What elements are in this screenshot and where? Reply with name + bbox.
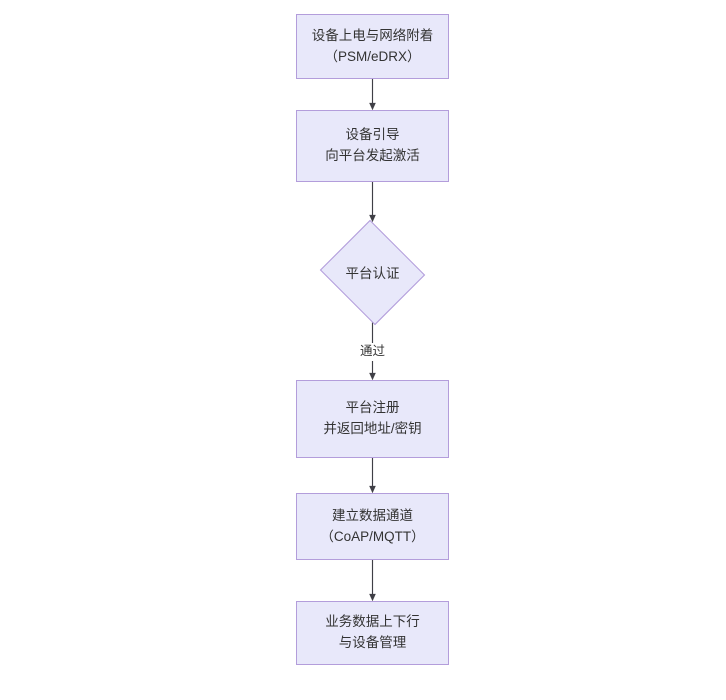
node-label-line2: （CoAP/MQTT） — [320, 528, 425, 544]
node-device-bootstrap[interactable]: 设备引导 向平台发起激活 — [296, 110, 449, 182]
node-data-channel[interactable]: 建立数据通道 （CoAP/MQTT） — [296, 493, 449, 560]
node-label-line2: 向平台发起激活 — [325, 148, 420, 163]
node-label-line1: 建立数据通道 — [332, 507, 413, 523]
node-platform-auth-decision[interactable]: 平台认证 — [317, 219, 428, 325]
node-label-line1: 设备上电与网络附着 — [311, 27, 434, 43]
node-label-line1: 平台注册 — [345, 400, 400, 416]
node-label-line1: 业务数据上下行 — [325, 614, 420, 630]
node-business-data[interactable]: 业务数据上下行 与设备管理 — [296, 601, 449, 665]
node-label-line1: 设备引导 — [345, 127, 400, 143]
node-platform-register[interactable]: 平台注册 并返回地址/密钥 — [296, 380, 449, 458]
edge-label-pass: 通过 — [357, 343, 388, 361]
node-label-line1: 平台认证 — [345, 266, 400, 281]
node-label-line2: 与设备管理 — [338, 635, 407, 650]
edge-label-text: 通过 — [359, 344, 386, 358]
node-device-power-on[interactable]: 设备上电与网络附着 （PSM/eDRX） — [296, 14, 449, 79]
node-label-line2: 并返回地址/密钥 — [323, 421, 422, 436]
node-label-line2: （PSM/eDRX） — [324, 48, 421, 64]
